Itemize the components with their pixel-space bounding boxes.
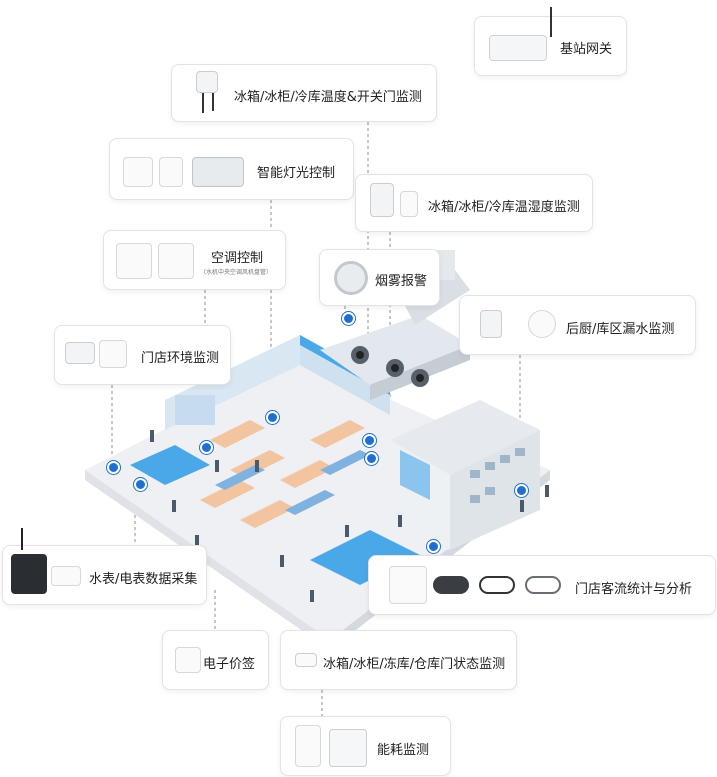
label-price-tag: 电子价签: [203, 657, 256, 672]
gateway-device-icon: [489, 35, 547, 61]
label-gateway: 基站网关: [560, 42, 613, 57]
label-traffic: 门店客流统计与分析: [575, 582, 693, 597]
marker-dot: [134, 478, 147, 491]
card-fridge-humidity: 冰箱/冰柜/冷库温湿度监测: [355, 174, 593, 232]
marker-dot: [107, 461, 120, 474]
marker-dot: [200, 441, 213, 454]
card-door-status: 冰箱/冰柜/冻库/仓库门状态监测: [280, 630, 517, 690]
fish-pool-left: [130, 445, 210, 485]
marker-dot: [266, 411, 279, 424]
label-aircon: 空调控制: [211, 251, 264, 266]
meter-collector-icon: [11, 554, 47, 594]
light-switch-icon: [123, 157, 153, 187]
card-lighting: 智能灯光控制: [109, 138, 354, 200]
door-sensor-icon: [295, 653, 317, 667]
card-meter: 水表/电表数据采集: [2, 528, 207, 605]
marker-dot: [365, 452, 378, 465]
label-environment: 门店环境监测: [141, 351, 220, 366]
label-aircon-sub: （水机中央空调风机盘管）: [200, 269, 273, 276]
label-smoke: 烟雾报警: [375, 274, 428, 289]
card-smoke: 烟雾报警: [319, 249, 440, 306]
marker-dot: [427, 540, 440, 553]
kitchen-counter: [320, 315, 470, 385]
card-fridge-door: 冰箱/冰柜/冷库温度&开关门监测: [171, 64, 437, 122]
thermostat-icon: [116, 243, 152, 279]
label-kitchen-leak: 后厨/库区漏水监测: [566, 322, 675, 337]
price-tag-icon: [175, 647, 201, 673]
people-counter-icon: [389, 566, 427, 604]
temperature-sensor-icon: [196, 71, 218, 93]
card-kitchen-leak: 后厨/库区漏水监测: [459, 295, 696, 355]
card-traffic: 门店客流统计与分析: [368, 555, 716, 615]
label-energy: 能耗监测: [377, 743, 430, 758]
marker-dot: [342, 312, 355, 325]
card-energy: 能耗监测: [280, 716, 451, 776]
leak-sensor-icon: [480, 310, 502, 338]
card-gateway: 基站网关: [474, 7, 627, 76]
label-meter: 水表/电表数据采集: [89, 572, 198, 587]
card-environment: 门店环境监测: [54, 325, 231, 385]
smoke-detector-icon: [334, 261, 368, 295]
smart-plug-icon: [295, 725, 321, 767]
label-lighting: 智能灯光控制: [257, 166, 336, 181]
environment-monitor-icon: [65, 342, 95, 364]
warehouse-roof: [390, 400, 540, 475]
marker-dot: [363, 434, 376, 447]
card-price-tag: 电子价签: [162, 630, 269, 690]
humidity-sensor-icon: [370, 183, 394, 217]
label-fridge-humidity: 冰箱/冰柜/冷库温湿度监测: [428, 200, 580, 215]
card-aircon: 空调控制 （水机中央空调风机盘管）: [103, 230, 286, 290]
fish-pool-right: [310, 530, 420, 585]
label-door-status: 冰箱/冰柜/冻库/仓库门状态监测: [323, 657, 506, 672]
label-fridge-door: 冰箱/冰柜/冷库温度&开关门监测: [234, 90, 422, 105]
marker-dot: [515, 484, 528, 497]
